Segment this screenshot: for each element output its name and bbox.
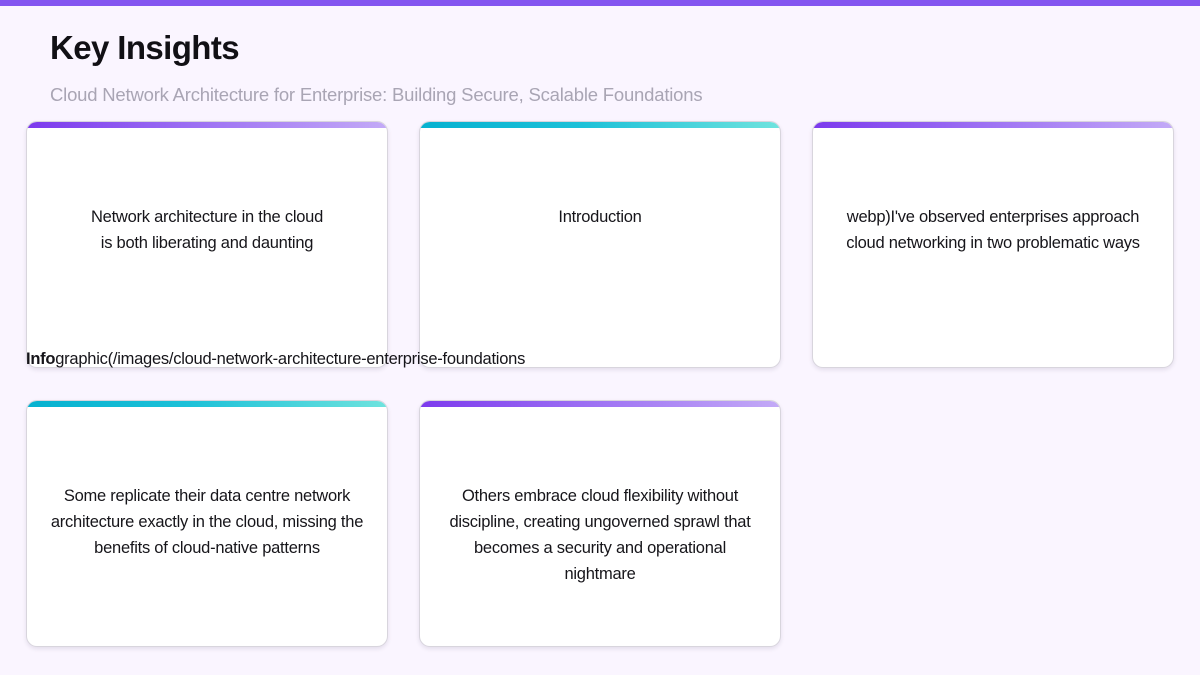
card-accent-bar (420, 401, 780, 407)
card-text: webp)I've observed enterprises approach … (846, 208, 1140, 252)
insight-card-2[interactable]: Introduction (419, 121, 781, 368)
card-accent-bar (27, 401, 387, 407)
insight-card-3[interactable]: webp)I've observed enterprises approach … (812, 121, 1174, 368)
card-body: Some replicate their data centre network… (27, 407, 387, 646)
card-text: Others embrace cloud flexibility without… (449, 487, 751, 583)
insight-card-grid: Network architecture in the cloud is bot… (26, 121, 1174, 647)
top-accent-strip (0, 0, 1200, 6)
card-body: Introduction (420, 128, 780, 367)
card-body: webp)I've observed enterprises approach … (813, 128, 1173, 367)
page-header: Key Insights Cloud Network Architecture … (0, 6, 1200, 106)
card-accent-bar (27, 122, 387, 128)
page-subtitle: Cloud Network Architecture for Enterpris… (50, 84, 703, 105)
card-text: Introduction (558, 208, 642, 226)
card-text: Some replicate their data centre network… (50, 487, 364, 557)
page-title: Key Insights (50, 29, 240, 66)
card-text: Network architecture in the cloud is bot… (90, 208, 324, 252)
insight-card-4[interactable]: Some replicate their data centre network… (26, 400, 388, 647)
insight-card-1[interactable]: Network architecture in the cloud is bot… (26, 121, 388, 368)
insight-card-5[interactable]: Others embrace cloud flexibility without… (419, 400, 781, 647)
card-accent-bar (813, 122, 1173, 128)
card-body: Network architecture in the cloud is bot… (27, 128, 387, 367)
card-body: Others embrace cloud flexibility without… (420, 407, 780, 646)
card-accent-bar (420, 122, 780, 128)
